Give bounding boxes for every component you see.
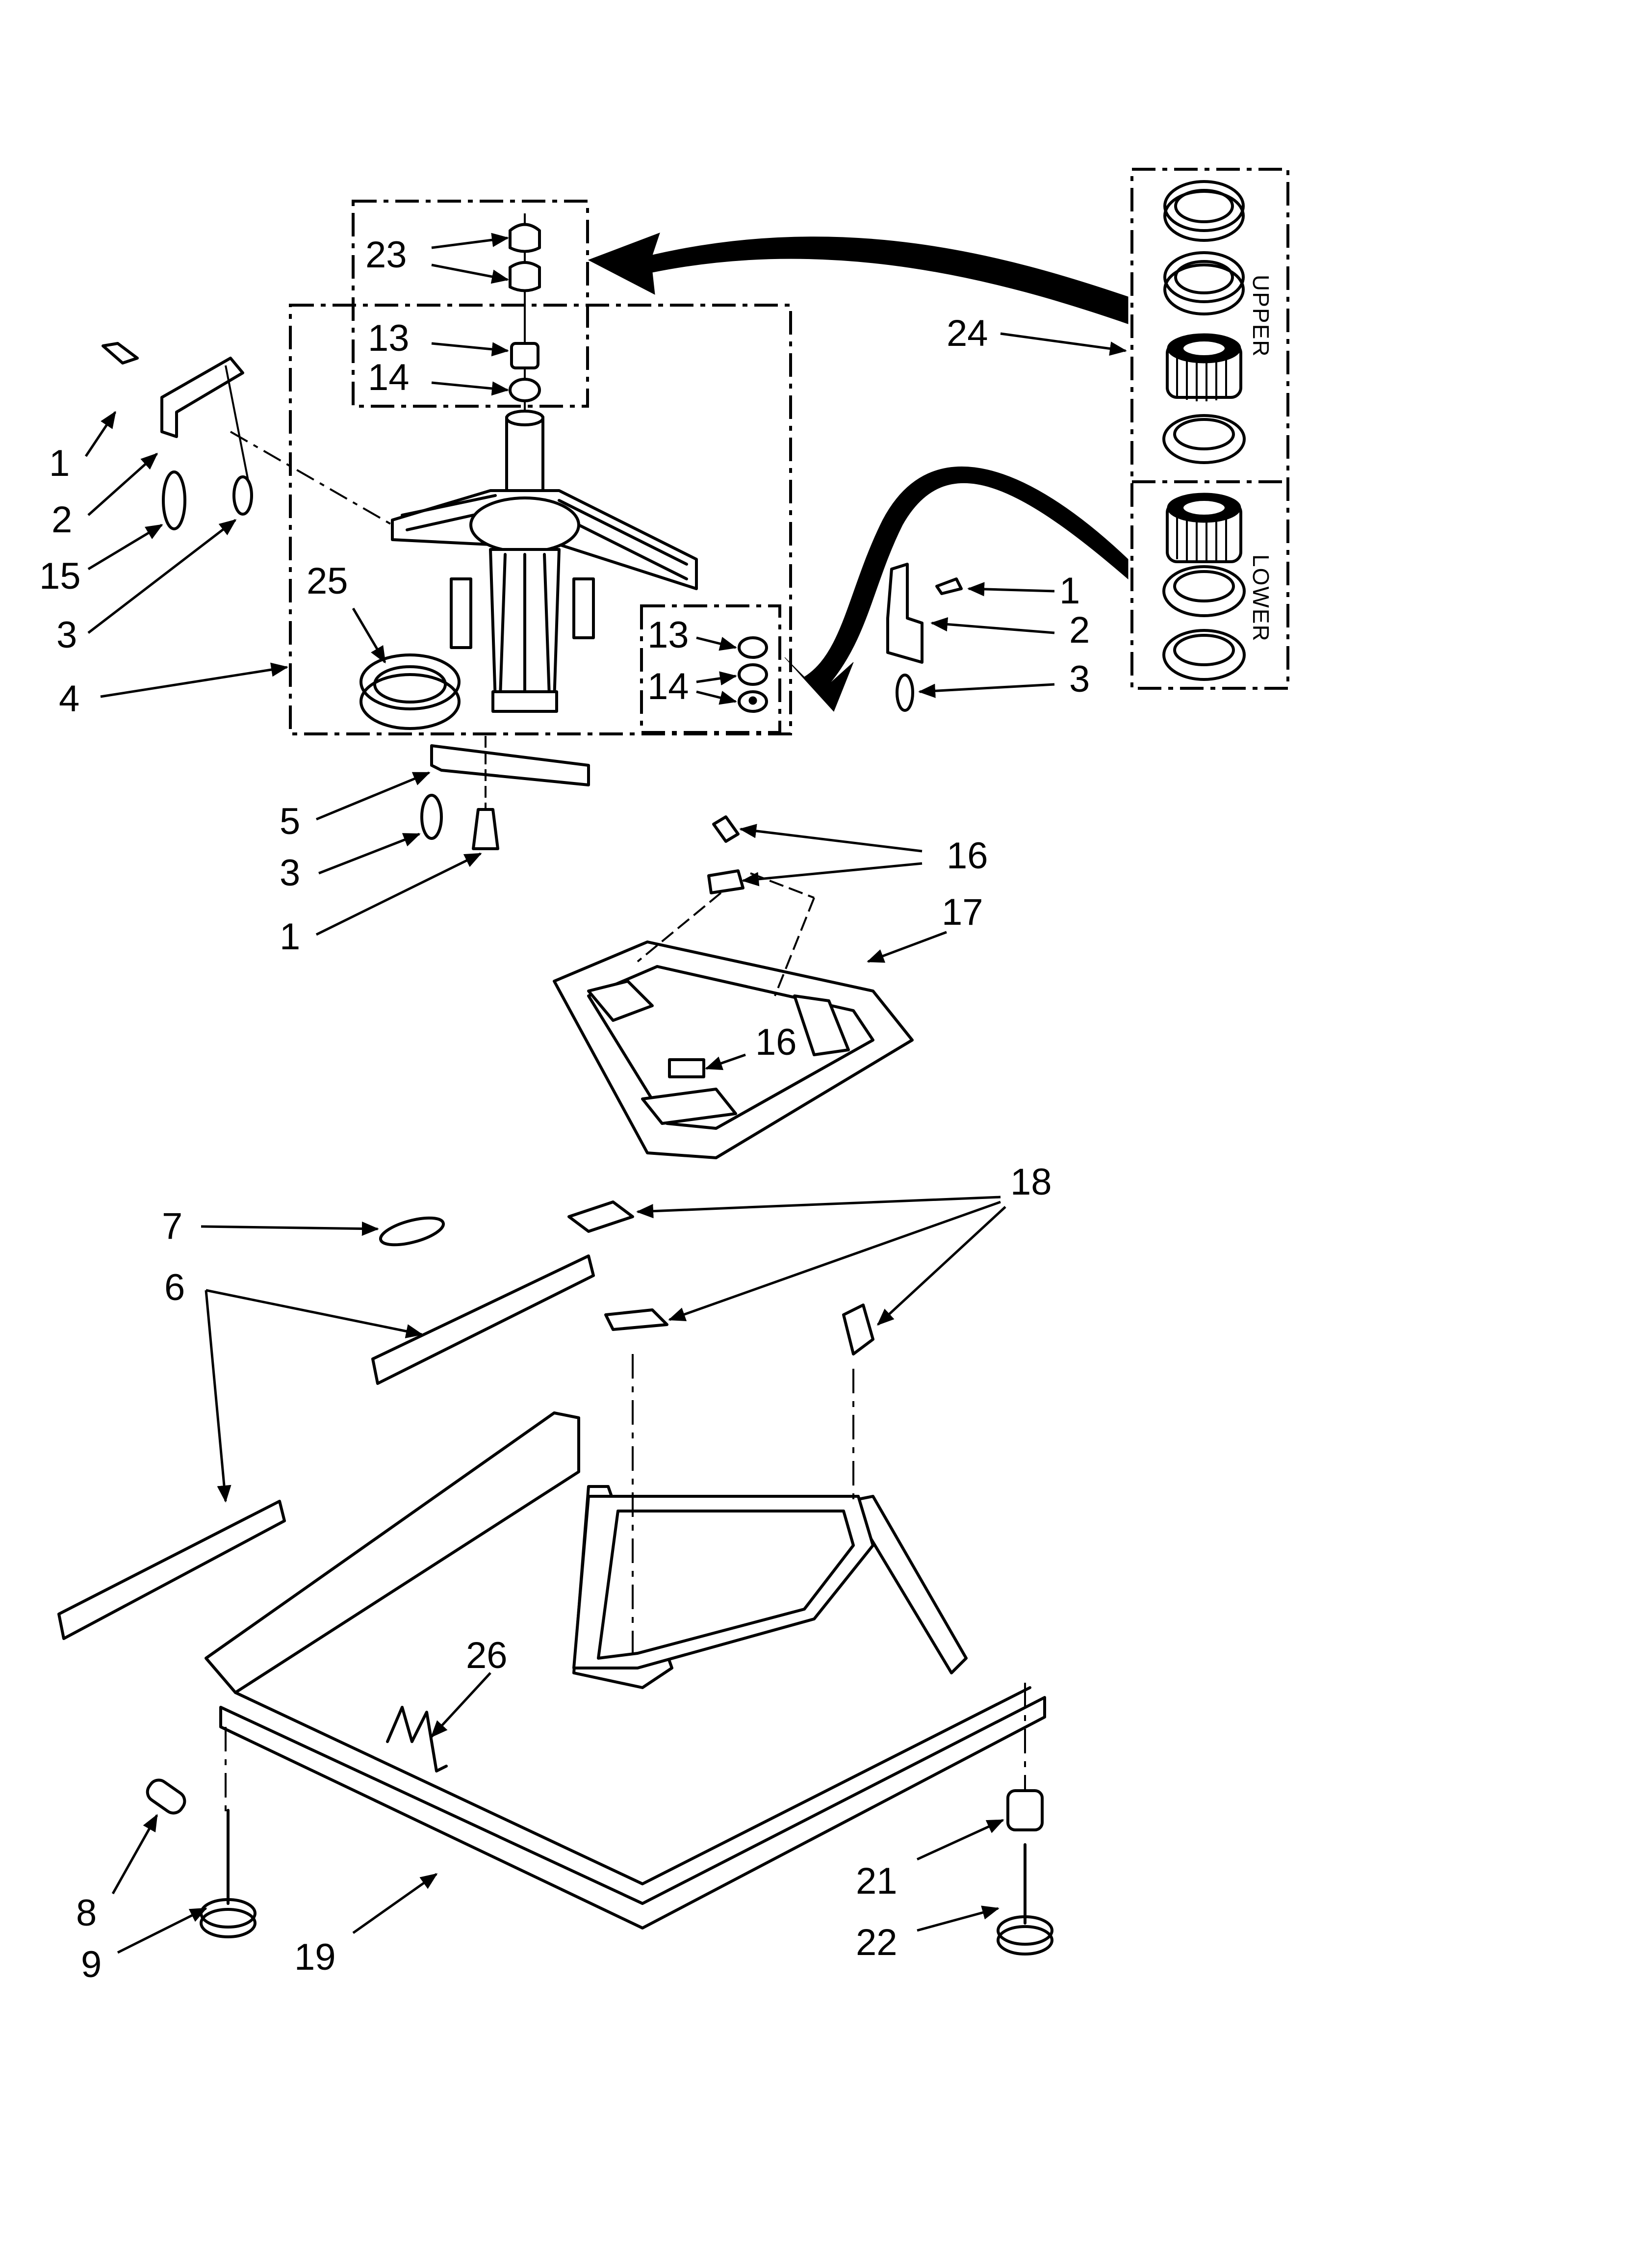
callout: 3	[1069, 658, 1090, 700]
callout-labels: 23 13 14 1 2 15 3 25 4 13 14 1 2 3 24 5 …	[39, 234, 1090, 1985]
callout: 1	[49, 443, 70, 484]
seal-ring	[359, 653, 461, 730]
mechanism-leader-line	[230, 431, 393, 526]
callout: 2	[51, 499, 72, 541]
callout: 13	[368, 317, 410, 359]
callout: 16	[947, 835, 988, 877]
upper-kit-label: UPPER	[1248, 275, 1274, 357]
right-bracket-assembly	[886, 563, 963, 712]
callout: 17	[942, 891, 983, 933]
callout: 24	[947, 313, 988, 354]
right-leg	[997, 1789, 1053, 1955]
callout: 5	[280, 801, 300, 842]
leader-lines	[84, 233, 1127, 1954]
callout: 14	[368, 357, 410, 398]
left-bracket-assembly	[102, 342, 253, 530]
lower-bearing-parts	[1162, 493, 1246, 681]
callout: 19	[294, 1936, 336, 1978]
callout: 3	[56, 614, 77, 656]
callout: 21	[856, 1860, 898, 1902]
upper-kit-arrow	[588, 233, 1129, 324]
callout: 1	[1059, 570, 1080, 612]
callout: 26	[466, 1635, 508, 1676]
rail-brackets	[57, 1254, 595, 1640]
base-frame	[205, 1354, 1046, 1929]
left-leg	[146, 1778, 257, 1938]
callout: 23	[365, 234, 407, 276]
callout: 9	[81, 1944, 102, 1985]
lower-snubbers	[738, 636, 768, 713]
callout: 1	[280, 916, 300, 958]
snubber-stack	[509, 213, 541, 417]
callout: 8	[76, 1892, 97, 1934]
callout: 7	[162, 1205, 182, 1247]
lower-bracket-assembly	[420, 736, 590, 850]
top-frame	[553, 872, 914, 1159]
callout: 25	[307, 560, 348, 602]
spring-7	[379, 1216, 445, 1247]
wire-clip	[386, 1706, 448, 1773]
lower-bumper-box	[640, 604, 781, 734]
lower-kit-arrow	[784, 466, 1129, 712]
lower-kit-label: LOWER	[1248, 554, 1274, 642]
callout: 18	[1010, 1161, 1052, 1203]
upper-bearing-parts	[1162, 180, 1246, 464]
frame-clips	[668, 815, 744, 1078]
callout: 2	[1069, 609, 1090, 651]
callout: 13	[647, 614, 689, 656]
base-clips	[567, 1200, 874, 1356]
callout: 3	[280, 852, 300, 894]
callout: 22	[856, 1922, 898, 1963]
callout: 4	[59, 678, 79, 720]
callout: 15	[39, 555, 81, 597]
callout: 16	[755, 1021, 797, 1063]
suspension-mechanism	[391, 410, 698, 713]
callout: 14	[647, 666, 689, 707]
callout: 6	[164, 1267, 185, 1308]
